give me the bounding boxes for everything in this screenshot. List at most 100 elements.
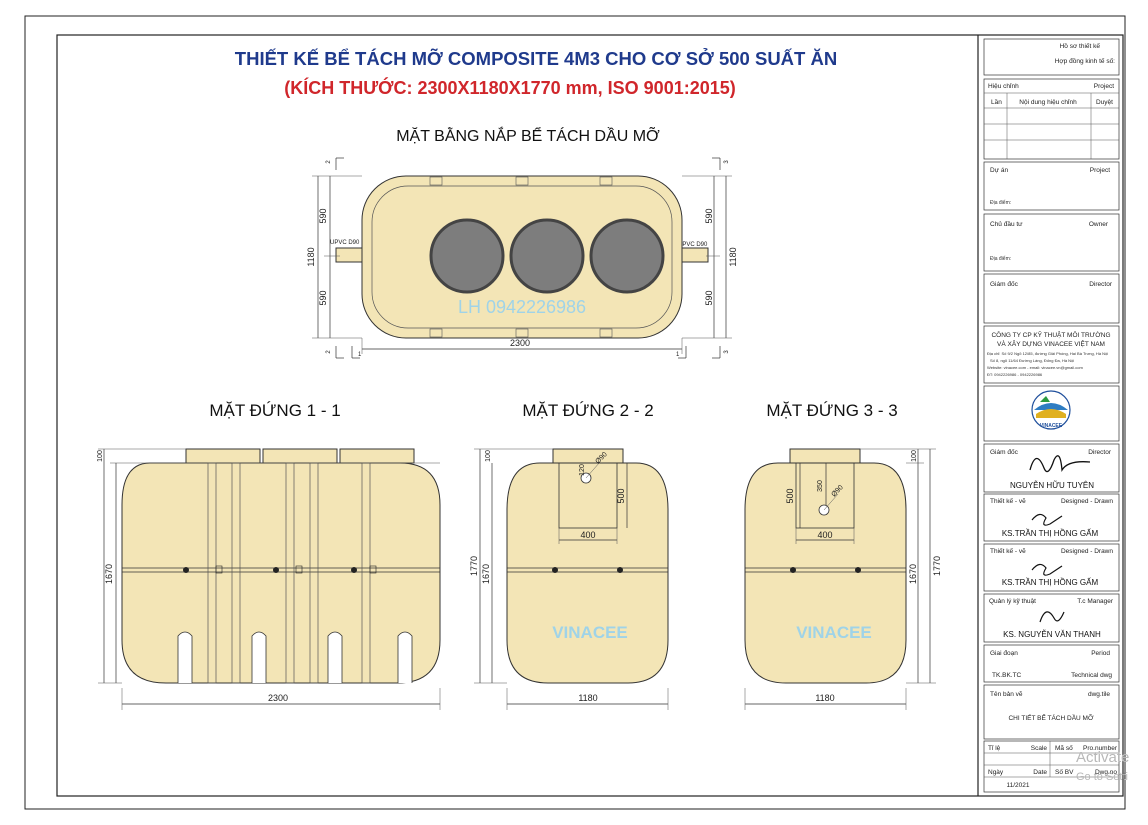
elevation-3-title: MẶT ĐỨNG 3 - 3 (766, 401, 897, 420)
svg-text:Director: Director (1088, 449, 1112, 456)
elev2-dim-width: 1180 (578, 693, 597, 703)
elev1-tank-body (121, 462, 441, 684)
plan-tank-rim (371, 185, 673, 329)
svg-text:1: 1 (358, 352, 362, 358)
elev3-dim-depth: 500 (785, 488, 795, 503)
plan-dim-half-bottom: 590 (318, 290, 328, 305)
elev3-dim-width: 1180 (815, 693, 834, 703)
svg-text:2: 2 (326, 160, 332, 164)
elevation-2-title: MẶT ĐỨNG 2 - 2 (522, 401, 653, 420)
svg-text:VINACEE: VINACEE (1040, 423, 1063, 429)
elevation-1-title: MẶT ĐỨNG 1 - 1 (209, 401, 340, 420)
svg-text:CÔNG TY CP KỸ THUẬT MÔI TRƯỜN: CÔNG TY CP KỸ THUẬT MÔI TRƯỜNG (991, 330, 1110, 339)
section-marker: 1 (676, 346, 687, 359)
elev3-dim-offset: 350 (817, 480, 824, 492)
plan-notch (599, 176, 613, 186)
elev1-neck (185, 448, 261, 464)
svg-text:11/2021: 11/2021 (1006, 782, 1029, 789)
bolt (855, 567, 861, 573)
bolt (351, 567, 357, 573)
elev1-dim-top: 100 (97, 450, 104, 462)
plan-notch (429, 328, 443, 338)
svg-text:Duyệt: Duyệt (1096, 99, 1113, 106)
bolt-plate (295, 565, 303, 574)
svg-text:Lần: Lần (991, 97, 1002, 106)
plan-notch (515, 176, 529, 186)
elev2-dim-depth: 500 (616, 488, 626, 503)
plan-view-title: MẶT BẰNG NẮP BỂ TÁCH DẦU MỠ (396, 125, 660, 145)
elev1-rib (285, 462, 295, 684)
svg-text:1: 1 (676, 352, 680, 358)
elev1-rib (309, 462, 319, 684)
svg-text:Địa điểm:: Địa điểm: (990, 255, 1011, 262)
elev3-dim-total: 1770 (932, 556, 942, 576)
svg-text:Period: Period (1091, 650, 1110, 657)
svg-text:Scale: Scale (1031, 745, 1048, 752)
elev1-opening (397, 631, 413, 683)
elevation-1-1: MẶT ĐỨNG 1 - 1 100 1670 (97, 401, 441, 710)
elev3-watermark: VINACEE (796, 623, 872, 642)
outer-border (24, 15, 1126, 810)
elev3-neck (789, 448, 861, 464)
elev1-rib (231, 462, 241, 684)
elev2-dim-offset: 120 (579, 464, 586, 476)
elev2-opening (558, 462, 618, 529)
pipe-label-right: UPVC D90 (678, 242, 708, 248)
svg-text:Địa điểm:: Địa điểm: (990, 199, 1011, 206)
elev3-dim-top: 100 (911, 450, 918, 462)
elev1-dim-width: 2300 (268, 693, 288, 703)
svg-text:Pro.number: Pro.number (1083, 745, 1118, 752)
company-logo: VINACEE (1031, 390, 1071, 430)
sheet-subtitle: (KÍCH THƯỚC: 2300X1180X1770 mm, ISO 9001… (284, 77, 736, 98)
svg-text:Technical dwg: Technical dwg (1071, 672, 1112, 679)
svg-text:VÀ XÂY DỰNG VINACEE VIỆT NAM: VÀ XÂY DỰNG VINACEE VIỆT NAM (997, 339, 1105, 348)
elev3-dim-opening: 400 (817, 530, 832, 540)
bolt (617, 567, 623, 573)
bolt (273, 567, 279, 573)
svg-text:KS.TRẦN THỊ HỒNG GẤM: KS.TRẦN THỊ HỒNG GẤM (1002, 577, 1099, 587)
elev3-tank-body (744, 462, 907, 684)
svg-text:Dwg.no: Dwg.no (1095, 769, 1117, 776)
signature (1031, 513, 1063, 526)
plan-notch (599, 328, 613, 338)
svg-text:Quản lý kỹ thuật: Quản lý kỹ thuật (989, 598, 1036, 605)
svg-text:Nội dung hiệu chỉnh: Nội dung hiệu chỉnh (1019, 98, 1077, 106)
svg-text:Dự án: Dự án (990, 167, 1008, 174)
svg-text:Hiệu chỉnh: Hiệu chỉnh (988, 82, 1019, 90)
svg-text:Date: Date (1033, 769, 1047, 776)
activation-overlay: Go to Setti (1076, 771, 1128, 783)
elev1-neck (262, 448, 338, 464)
svg-text:CHI TIẾT BỂ TÁCH DẦU MỠ: CHI TIẾT BỂ TÁCH DẦU MỠ (1008, 712, 1093, 722)
pipe-label-left: UPVC D90 (330, 240, 360, 246)
svg-text:Số 8, ngõ 11/64 Đường Láng, Đố: Số 8, ngõ 11/64 Đường Láng, Đống Đa, Hà … (990, 358, 1074, 363)
svg-text:Thiết kế - vẽ: Thiết kế - vẽ (990, 496, 1026, 505)
svg-text:Director: Director (1089, 281, 1113, 288)
elev2-dim-opening: 400 (580, 530, 595, 540)
plan-dim-width: 2300 (510, 338, 530, 348)
elev1-opening (327, 631, 343, 683)
elev1-opening (251, 631, 267, 683)
elev3-dim-body: 1670 (908, 564, 918, 584)
svg-text:Chủ đầu tư: Chủ đầu tư (990, 219, 1023, 228)
inner-border (56, 34, 1124, 797)
svg-text:dwg.tile: dwg.tile (1088, 691, 1110, 698)
elev2-dim-total: 1770 (469, 556, 479, 576)
elev2-neck (552, 448, 624, 464)
elev1-dim-body: 1670 (104, 564, 114, 584)
plan-dim-half-bottom-right: 590 (704, 290, 714, 305)
svg-text:KS.TRẦN THỊ HỒNG GẤM: KS.TRẦN THỊ HỒNG GẤM (1002, 528, 1099, 538)
signature (1029, 455, 1091, 473)
svg-text:Hồ sơ thiết kế: Hồ sơ thiết kế (1060, 41, 1101, 50)
plan-dim-height: 1180 (306, 247, 316, 266)
manhole-lid (589, 218, 665, 294)
svg-text:Tên bản vẽ: Tên bản vẽ (990, 691, 1023, 698)
svg-text:Tỉ lệ: Tỉ lệ (988, 744, 1001, 752)
plan-notch (429, 176, 443, 186)
plan-dim-half-top: 590 (318, 208, 328, 223)
svg-text:Mã số: Mã số (1055, 743, 1073, 752)
elev2-watermark: VINACEE (552, 623, 628, 642)
bolt (790, 567, 796, 573)
plan-watermark: LH 0942226986 (458, 297, 586, 317)
svg-text:Hợp đồng kinh tế số:: Hợp đồng kinh tế số: (1055, 56, 1115, 65)
